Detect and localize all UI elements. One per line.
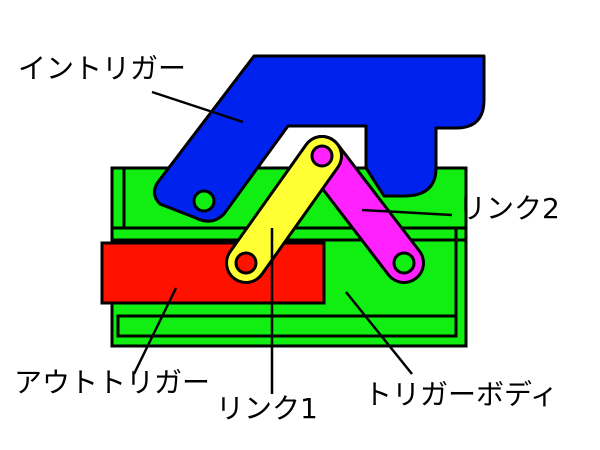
in-trigger: [153, 54, 486, 223]
leader-link-2: [361, 208, 453, 217]
leader-trigger-body: [345, 291, 413, 375]
label-link-1: リンク1: [216, 392, 318, 425]
link-1-pin: [234, 251, 258, 275]
link-1: [225, 135, 343, 284]
link-1-body: [228, 138, 340, 281]
label-out-trigger: アウトトリガー: [14, 366, 210, 399]
leader-in-trigger: [151, 90, 244, 124]
trigger-body-bottom-slot: [116, 314, 458, 338]
link-2-pin: [392, 251, 416, 275]
link-joint-pin: [310, 144, 334, 168]
leader-lines: [132, 90, 453, 394]
out-trigger: [100, 241, 326, 305]
label-in-trigger: イントリガー: [18, 52, 186, 85]
label-trigger-body: トリガーボディ: [364, 378, 558, 411]
in-trigger-pin: [192, 189, 216, 213]
leader-out-trigger: [132, 287, 178, 375]
label-link-2: リンク2: [458, 192, 560, 225]
